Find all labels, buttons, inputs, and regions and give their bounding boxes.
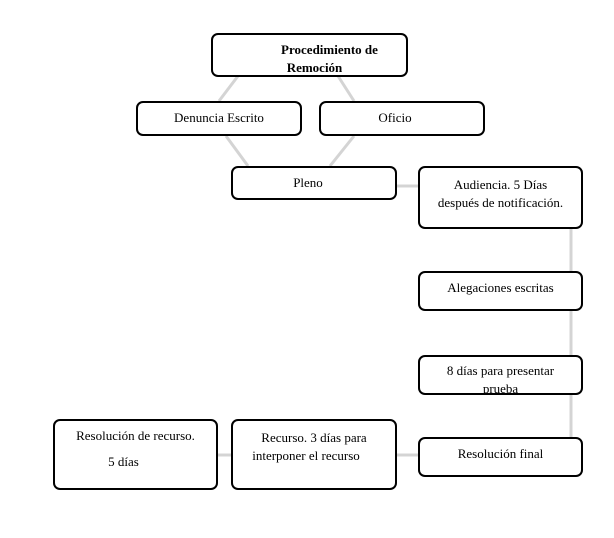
alegaciones-node: Alegaciones escritas bbox=[418, 271, 583, 311]
connector-denuncia-pleno bbox=[224, 135, 250, 167]
connector-title-oficio bbox=[336, 75, 356, 102]
ocho-dias-node: 8 días para presentar prueba bbox=[418, 355, 583, 395]
title-node: Procedimiento de Remoción bbox=[211, 33, 408, 77]
audiencia-node: Audiencia. 5 Días después de notificació… bbox=[418, 166, 583, 229]
denuncia-label: Denuncia Escrito bbox=[174, 110, 264, 125]
title-line-2: Remoción bbox=[286, 60, 343, 75]
title-line-1: Procedimiento de bbox=[281, 42, 378, 57]
ocho-dias-line-2: prueba bbox=[482, 381, 519, 395]
audiencia-line-1: Audiencia. 5 Días bbox=[453, 177, 548, 192]
resolucion-recurso-line-1: Resolución de recurso. bbox=[76, 428, 195, 443]
oficio-label: Oficio bbox=[378, 110, 412, 125]
alegaciones-label: Alegaciones escritas bbox=[447, 280, 554, 295]
denuncia-node: Denuncia Escrito bbox=[136, 101, 302, 136]
resolucion-final-node: Resolución final bbox=[418, 437, 583, 477]
pleno-node: Pleno bbox=[231, 166, 397, 200]
connector-oficio-pleno bbox=[328, 135, 356, 167]
resolucion-final-label: Resolución final bbox=[457, 446, 544, 461]
recurso-node: Recurso. 3 días para interponer el recur… bbox=[231, 419, 397, 490]
recurso-line-1: Recurso. 3 días para bbox=[261, 430, 367, 445]
pleno-label: Pleno bbox=[293, 175, 323, 190]
audiencia-line-2: después de notificación. bbox=[437, 195, 564, 210]
ocho-dias-line-1: 8 días para presentar bbox=[446, 363, 555, 378]
recurso-line-2: interponer el recurso bbox=[252, 448, 360, 463]
resolucion-recurso-line-2: 5 días bbox=[108, 454, 139, 469]
connector-title-denuncia bbox=[217, 75, 240, 102]
resolucion-recurso-node: Resolución de recurso. 5 días bbox=[53, 419, 218, 490]
oficio-node: Oficio bbox=[319, 101, 485, 136]
